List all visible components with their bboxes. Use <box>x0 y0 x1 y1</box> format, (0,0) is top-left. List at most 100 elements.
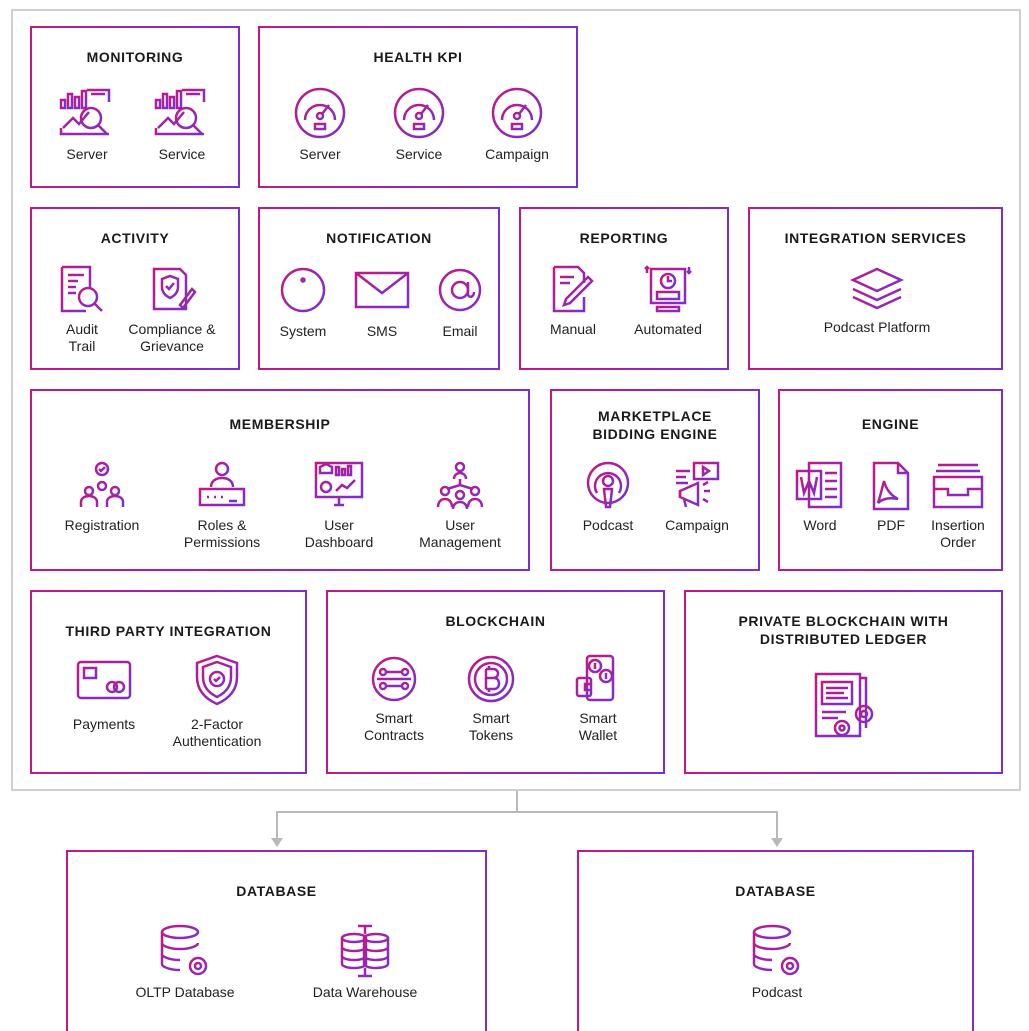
database-gear-icon <box>752 924 800 976</box>
notification-system: System <box>248 267 358 340</box>
database-podcast: Podcast <box>707 924 847 1001</box>
health-kpi-server: Server <box>265 86 375 163</box>
monitoring-service-label: Service <box>158 146 206 162</box>
notification-email-label: Email <box>442 323 478 339</box>
monitoring-server-label: Server <box>66 146 108 162</box>
third-party-2fa-label: 2-Factor Authentication <box>172 716 262 749</box>
mobile-wallet-icon <box>575 654 615 702</box>
database-panel-2: DATABASE Podcast <box>577 850 974 1031</box>
notification-email: Email <box>405 267 515 340</box>
monitoring-panel: MONITORING Server Service <box>30 26 240 188</box>
blockchain-title: BLOCKCHAIN <box>445 613 546 629</box>
reporting-manual: Manual <box>518 265 628 338</box>
health-kpi-campaign-label: Campaign <box>485 146 549 162</box>
pencil-document-icon <box>552 265 594 313</box>
activity-compliance-label: Compliance & Grievance <box>128 321 216 354</box>
integration-services-title: INTEGRATION SERVICES <box>784 230 967 246</box>
analytics-magnifier-icon <box>154 88 206 136</box>
database-oltp-label: OLTP Database <box>135 984 235 1000</box>
reporting-panel: REPORTING Manual Automated <box>519 207 729 370</box>
membership-registration-label: Registration <box>64 517 140 533</box>
ledger-gear-icon <box>814 672 874 738</box>
database-gear-icon <box>160 924 208 976</box>
megaphone-icon <box>676 461 720 508</box>
health-kpi-server-label: Server <box>299 146 341 162</box>
monitoring-service: Service <box>127 84 237 163</box>
integration-services-panel: INTEGRATION SERVICES Podcast Platform <box>748 207 1003 370</box>
at-sign-icon <box>438 268 482 312</box>
health-kpi-panel: HEALTH KPI Server Service Campaign <box>258 26 578 188</box>
marketplace-podcast-label: Podcast <box>582 517 634 533</box>
database-1-title: DATABASE <box>236 883 317 899</box>
connector-vertical <box>516 791 518 812</box>
membership-roles: Roles & Permissions <box>167 461 277 551</box>
health-kpi-title: HEALTH KPI <box>373 49 463 65</box>
notification-sms: SMS <box>327 267 437 340</box>
engine-insertion-order: Insertion Order <box>903 461 1013 551</box>
engine-panel: ENGINE Word PDF Insertion Order <box>778 389 1003 571</box>
health-kpi-service-label: Service <box>395 146 443 162</box>
registration-users-icon <box>79 461 125 509</box>
connector-right <box>776 811 778 838</box>
health-kpi-campaign: Campaign <box>462 86 572 163</box>
password-user-icon <box>198 461 246 507</box>
integration-podcast-platform: Podcast Platform <box>797 267 957 336</box>
activity-compliance: Compliance & Grievance <box>117 265 227 355</box>
membership-panel: MEMBERSHIP Registration Roles & Permissi… <box>30 389 530 571</box>
blockchain-smart-wallet-label: Smart Wallet <box>578 710 618 743</box>
third-party-payments: Payments <box>49 654 159 733</box>
bitcoin-token-icon <box>467 655 515 703</box>
reporting-title: REPORTING <box>579 230 669 246</box>
shield-check-icon <box>195 654 239 706</box>
membership-user-dashboard: User Dashboard <box>284 461 394 551</box>
marketplace-panel: MARKETPLACE BIDDING ENGINE Podcast Campa… <box>550 389 760 571</box>
third-party-title: THIRD PARTY INTEGRATION <box>65 623 272 639</box>
compliance-shield-document-icon <box>152 267 197 311</box>
reporting-automated: Automated <box>613 265 723 338</box>
notification-sms-label: SMS <box>366 323 398 339</box>
blockchain-smart-contracts: Smart Contracts <box>339 654 449 744</box>
database-podcast-label: Podcast <box>751 984 803 1000</box>
membership-registration: Registration <box>47 461 157 534</box>
connector-horizontal <box>276 811 778 813</box>
gauge-icon <box>491 87 543 139</box>
envelope-icon <box>354 271 410 309</box>
activity-title: ACTIVITY <box>100 230 170 246</box>
connector-left <box>276 811 278 838</box>
blockchain-smart-wallet: Smart Wallet <box>543 654 653 744</box>
marketplace-campaign: Campaign <box>642 461 752 534</box>
reporting-manual-label: Manual <box>550 321 596 337</box>
data-warehouse-icon <box>340 924 390 978</box>
info-circle-icon <box>280 267 326 313</box>
private-blockchain-panel: PRIVATE BLOCKCHAIN WITH DISTRIBUTED LEDG… <box>684 590 1003 774</box>
arrow-right <box>771 838 783 847</box>
word-document-icon <box>795 461 843 509</box>
user-hierarchy-icon <box>436 461 484 510</box>
layers-icon <box>850 267 904 310</box>
engine-word: Word <box>765 461 875 534</box>
arrow-left <box>271 838 283 847</box>
third-party-payments-label: Payments <box>72 716 136 732</box>
notification-panel: NOTIFICATION System SMS Email <box>258 207 500 370</box>
membership-title: MEMBERSHIP <box>229 416 331 432</box>
activity-audit-trail: Audit Trail <box>27 265 137 355</box>
blockchain-panel: BLOCKCHAIN Smart Contracts Smart Tokens … <box>326 590 665 774</box>
tray-icon <box>932 463 984 509</box>
membership-user-management: User Management <box>405 461 515 551</box>
gauge-icon <box>393 87 445 139</box>
smart-contract-icon <box>371 656 417 702</box>
membership-user-dashboard-label: User Dashboard <box>304 517 374 550</box>
blockchain-smart-tokens: Smart Tokens <box>436 654 546 744</box>
notification-system-label: System <box>279 323 327 339</box>
database-2-title: DATABASE <box>735 883 816 899</box>
monitoring-title: MONITORING <box>86 49 184 65</box>
marketplace-title: MARKETPLACE BIDDING ENGINE <box>592 408 718 442</box>
database-data-warehouse-label: Data Warehouse <box>312 984 418 1000</box>
blockchain-smart-tokens-label: Smart Tokens <box>468 710 514 743</box>
engine-word-label: Word <box>803 517 837 533</box>
engine-pdf: PDF <box>836 461 946 534</box>
credit-card-icon <box>76 660 132 700</box>
engine-pdf-label: PDF <box>877 517 905 533</box>
integration-podcast-platform-label: Podcast Platform <box>823 319 931 335</box>
activity-panel: ACTIVITY Audit Trail Compliance & Grieva… <box>30 207 240 370</box>
